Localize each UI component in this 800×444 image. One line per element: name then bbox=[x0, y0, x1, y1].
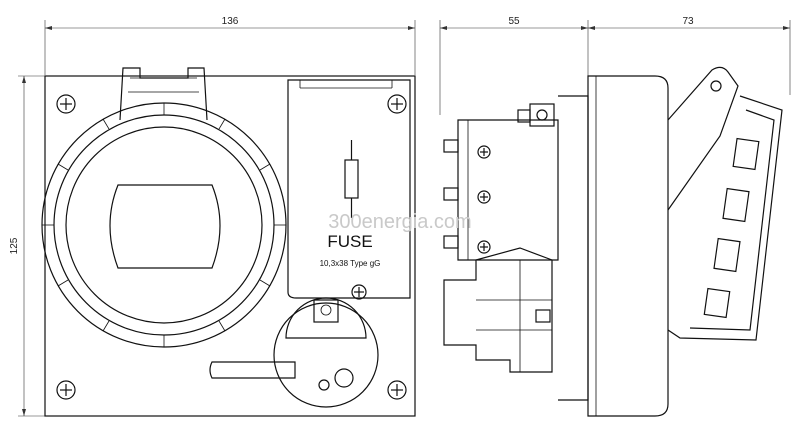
watermark: 300energia.com bbox=[328, 211, 471, 233]
dimension-side-depths: 55 73 bbox=[439, 16, 791, 115]
side-lid bbox=[667, 66, 783, 341]
screw-top-right bbox=[387, 94, 407, 114]
screw-bottom-left bbox=[56, 380, 76, 400]
dimension-front-width: 136 bbox=[44, 16, 416, 75]
lid-hinge bbox=[119, 67, 208, 121]
side-terminal-screws bbox=[443, 139, 491, 254]
fuse-icon bbox=[344, 159, 359, 199]
side-top-screw bbox=[517, 103, 555, 127]
fuse-cover: FUSE 10,3x38 Type gG bbox=[287, 79, 411, 300]
fuse-label: FUSE bbox=[327, 232, 372, 251]
socket-outer-ring bbox=[41, 102, 287, 348]
screw-top-left bbox=[56, 94, 76, 114]
side-rear-body bbox=[457, 119, 559, 261]
dimension-height: 125 bbox=[9, 75, 45, 417]
socket-window bbox=[109, 184, 221, 269]
screw-bottom-right bbox=[387, 380, 407, 400]
side-view bbox=[443, 66, 783, 417]
dim-label-73: 73 bbox=[682, 16, 694, 27]
socket-face bbox=[65, 126, 263, 324]
side-mid-body bbox=[558, 95, 589, 401]
side-front-plate bbox=[587, 75, 669, 417]
dim-label-125: 125 bbox=[9, 237, 20, 254]
fuse-spec-label: 10,3x38 Type gG bbox=[320, 259, 381, 268]
dim-label-55: 55 bbox=[508, 16, 520, 27]
dim-label-136: 136 bbox=[222, 16, 239, 27]
side-switch-block bbox=[443, 247, 553, 373]
front-housing bbox=[44, 75, 416, 417]
front-view: FUSE 10,3x38 Type gG bbox=[41, 67, 416, 417]
rotary-switch bbox=[209, 297, 379, 408]
